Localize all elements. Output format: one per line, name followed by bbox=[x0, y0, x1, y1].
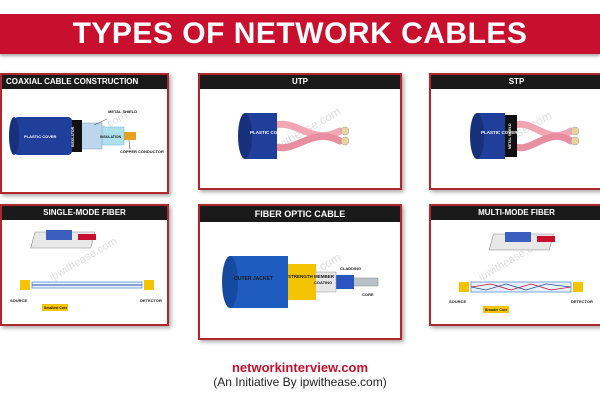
single-mode-illustration: ipwithease.com SOURCE DETECTOR Smallest … bbox=[10, 230, 162, 311]
multi-source-box bbox=[459, 282, 469, 292]
panel-stp: STP ipwithease.com PLASTIC COVER METAL S… bbox=[429, 73, 600, 190]
outer-jacket-shape bbox=[230, 256, 288, 308]
multi-core-label: Broader Core bbox=[485, 308, 507, 312]
multi-detector-label: DETECTOR bbox=[571, 299, 593, 304]
stp-metal-shield-shape bbox=[503, 115, 517, 157]
sfp-blue-tab bbox=[505, 232, 531, 242]
coaxial-illustration: ipwithease.com PLASTIC COVER INSULATOR I… bbox=[9, 109, 164, 158]
cladding-shape bbox=[332, 275, 354, 289]
single-detector-box bbox=[144, 280, 154, 290]
panel-multi-mode-title: MULTI-MODE FIBER bbox=[431, 206, 600, 220]
metal-shield-shape bbox=[79, 122, 103, 150]
core-label: CORE bbox=[362, 292, 374, 297]
sfp-blue-tab bbox=[46, 230, 72, 240]
page-title: TYPES OF NETWORK CABLES bbox=[72, 17, 528, 50]
single-detector-label: DETECTOR bbox=[140, 298, 162, 303]
coax-plastic-cover-label: PLASTIC COVER bbox=[24, 134, 57, 139]
panel-utp: UTP ipwithease.com PLASTIC COVER bbox=[198, 73, 402, 190]
panel-stp-title: STP bbox=[431, 75, 600, 89]
panel-fiber-optic-title: FIBER OPTIC CABLE bbox=[200, 206, 400, 222]
multi-mode-illustration: ipwithease.com SOURCE DETECTOR Broader C… bbox=[449, 232, 593, 313]
coax-metal-shield-label: METAL SHIELD bbox=[108, 109, 137, 114]
coax-copper-label: COPPER CONDUCTOR bbox=[120, 149, 164, 154]
utp-illustration: ipwithease.com PLASTIC COVER bbox=[238, 104, 350, 159]
coax-insulation-label: INSULATION bbox=[100, 135, 122, 139]
panel-coaxial-title: COAXIAL CABLE CONSTRUCTION bbox=[2, 75, 167, 89]
multi-detector-box bbox=[573, 282, 583, 292]
title-banner bbox=[0, 14, 600, 54]
stp-illustration: ipwithease.com PLASTIC COVER METAL SHIEL… bbox=[470, 108, 580, 162]
fiber-optic-illustration: ipwithease.com OUTER JACKET STRENGTH MEM… bbox=[222, 250, 379, 308]
single-source-box bbox=[20, 280, 30, 290]
multi-source-label: SOURCE bbox=[449, 299, 466, 304]
coax-insulator-label: INSULATOR bbox=[71, 126, 75, 147]
single-core-label: Smallest Core bbox=[44, 306, 67, 310]
cladding-label: CLADDING bbox=[340, 266, 361, 271]
core-shape bbox=[349, 277, 379, 287]
coating-label: COATING bbox=[314, 280, 332, 285]
utp-plastic-cover-label: PLASTIC COVER bbox=[250, 130, 287, 135]
panel-fiber-optic: FIBER OPTIC CABLE ipwithease.com OUTER J… bbox=[198, 204, 402, 340]
copper-conductor-shape bbox=[122, 132, 136, 140]
panel-utp-title: UTP bbox=[200, 75, 400, 89]
panel-coaxial: COAXIAL CABLE CONSTRUCTION ipwithease.co… bbox=[0, 73, 169, 194]
panel-single-mode-title: SINGLE-MODE FIBER bbox=[2, 206, 167, 220]
strength-member-shape bbox=[284, 264, 316, 300]
footer-tagline: (An Initiative By ipwithease.com) bbox=[213, 375, 387, 389]
panel-single-mode: SINGLE-MODE FIBER ipwithease.com SOURCE … bbox=[0, 204, 169, 326]
footer-site-link[interactable]: networkinterview.com bbox=[231, 360, 369, 375]
single-source-label: SOURCE bbox=[10, 298, 27, 303]
strength-member-label: STRENGTH MEMBER bbox=[288, 274, 335, 279]
outer-jacket-label: OUTER JACKET bbox=[234, 276, 273, 282]
plastic-cover-shape bbox=[14, 117, 72, 155]
panel-multi-mode: MULTI-MODE FIBER ipwithease.com SOURCE D… bbox=[429, 204, 600, 326]
stp-metal-shield-label: METAL SHIELD bbox=[508, 123, 512, 149]
stp-plastic-cover-label: PLASTIC COVER bbox=[481, 130, 518, 135]
